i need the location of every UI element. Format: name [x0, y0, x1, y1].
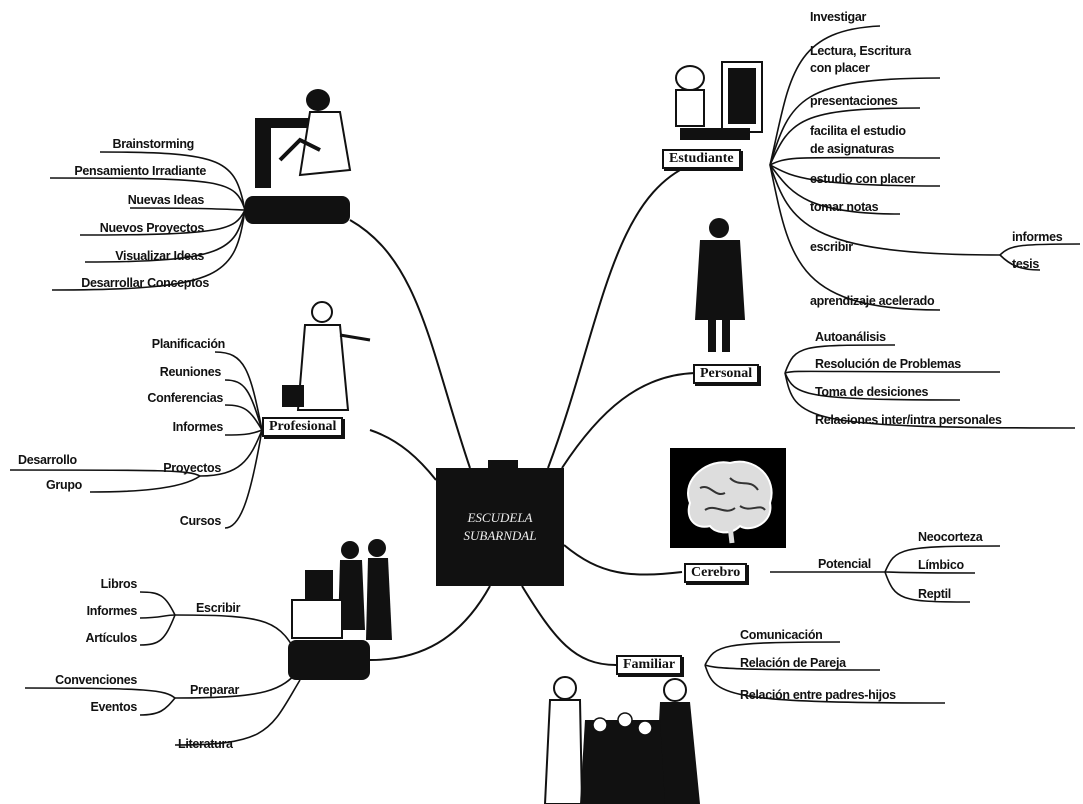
escribir-sub-item: informes [1012, 230, 1063, 244]
personal-item: Autoanálisis [815, 330, 886, 344]
creativo-item: Nuevos Proyectos [99, 221, 205, 235]
center-line-1: ESCUDELA [467, 510, 533, 525]
profesional-node: Profesional [262, 417, 344, 437]
proyectos-sub-item: Grupo [46, 478, 82, 492]
center-line-2: SUBARNDAL [463, 528, 537, 543]
preparar-item: Eventos [90, 700, 137, 714]
escribir-item: Libros [100, 577, 138, 591]
cerebro-item: Reptil [918, 587, 951, 601]
family-illustration [543, 676, 700, 804]
estudiante-item: presentaciones [810, 94, 898, 108]
escribir-sub-item: tesis [1012, 257, 1039, 271]
estudiante-node: Estudiante [662, 149, 741, 169]
profesional-item: Cursos [179, 514, 222, 528]
cerebro-node: Cerebro [684, 563, 748, 583]
profesional-item: Informes [172, 420, 224, 434]
creativo-item: Nuevas Ideas [127, 193, 205, 207]
personal-item: Toma de desiciones [815, 385, 929, 399]
profesional-item: Conferencias [147, 391, 223, 405]
familiar-item: Relación entre padres-hijos [740, 688, 896, 702]
familiar-item: Comunicación [740, 628, 823, 642]
estudiante-item: estudio con placer [810, 172, 916, 186]
escribir-item: Informes [86, 604, 138, 618]
cerebro-item: Neocorteza [918, 530, 983, 544]
brain-image [670, 448, 786, 548]
preparar-label: Preparar [190, 683, 240, 697]
profesional-item: Planificación [151, 337, 226, 351]
estudiante-item: escribir [810, 240, 853, 254]
center-node: ESCUDELA SUBARNDAL [436, 468, 564, 586]
brain-icon [687, 460, 773, 544]
personal-item: Relaciones inter/intra personales [815, 413, 1002, 427]
computer-user-illustration [245, 89, 352, 224]
escribir-item: Artículos [85, 631, 138, 645]
center-node-tab [488, 460, 518, 470]
business-person-illustration [695, 218, 745, 352]
literatura-label: Literatura [178, 737, 233, 751]
estudiante-item: de asignaturas [810, 142, 895, 156]
proyectos-sub-item: Desarrollo [18, 453, 77, 467]
creativo-item: Visualizar Ideas [115, 249, 204, 263]
creativo-item: Desarrollar Conceptos [81, 276, 209, 290]
estudiante-item: tomar notas [810, 200, 879, 214]
personal-node: Personal [693, 364, 760, 384]
profesional-item: Reuniones [159, 365, 222, 379]
creativo-item: Pensamiento Irradiante [74, 164, 206, 178]
escribir-label: Escribir [196, 601, 241, 615]
estudiante-item: con placer [810, 61, 870, 75]
familiar-item: Relación de Pareja [740, 656, 846, 670]
estudiante-item: facilita el estudio [810, 124, 906, 138]
estudiante-item: Investigar [810, 10, 867, 24]
personal-item: Resolución de Problemas [815, 357, 961, 371]
familiar-node: Familiar [616, 655, 683, 675]
creativo-item: Brainstorming [112, 137, 194, 151]
cerebro-item: Límbico [918, 558, 964, 572]
student-computer-illustration [675, 61, 763, 140]
preparar-item: Convenciones [55, 673, 137, 687]
cerebro-sub: Potencial [818, 557, 871, 571]
estudiante-item: aprendizaje acelerado [810, 294, 935, 308]
professional-woman-illustration [282, 301, 371, 411]
profesional-item: Proyectos [163, 461, 221, 475]
team-computer-illustration [288, 539, 392, 680]
estudiante-item: Lectura, Escritura [810, 44, 911, 58]
